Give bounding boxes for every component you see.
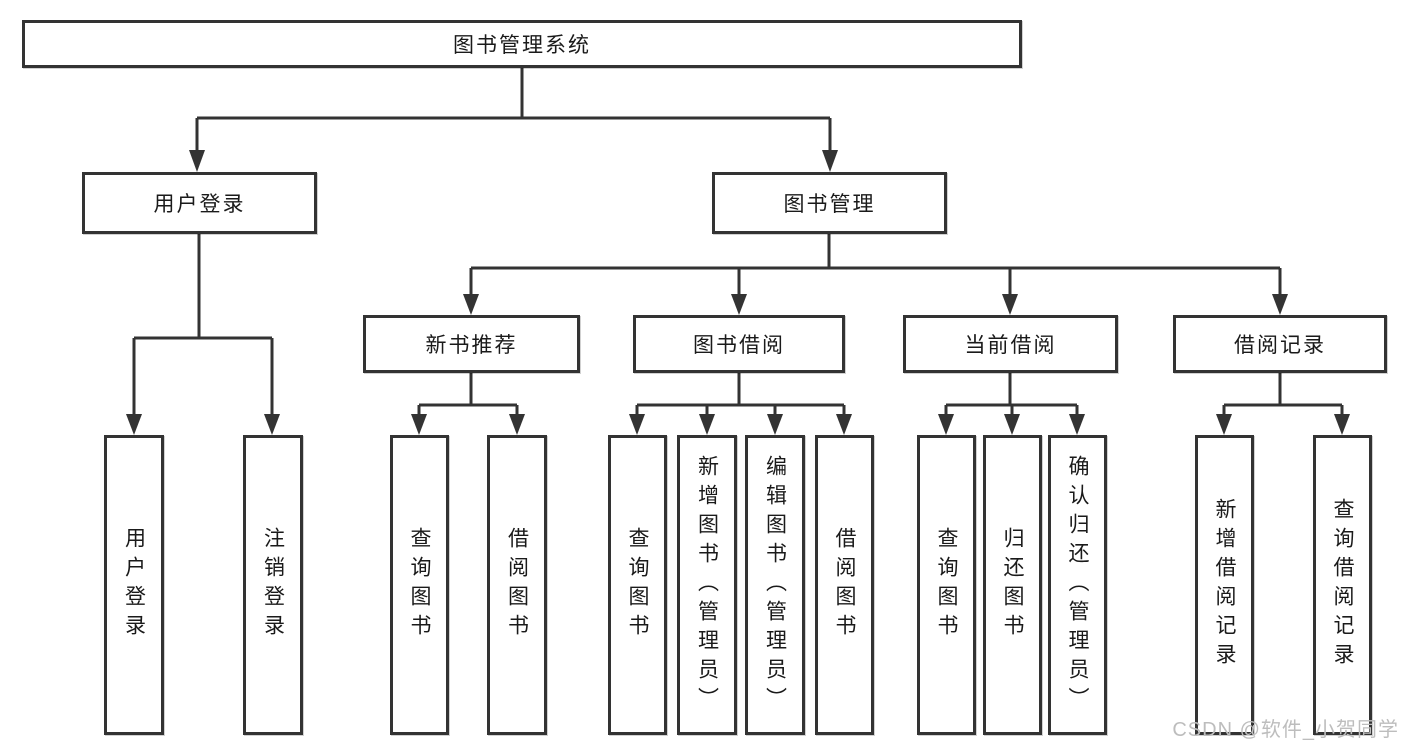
- arrow-leaf-current-confirm: [1069, 414, 1085, 435]
- leaf-logout-label: 注销登录: [261, 527, 285, 643]
- node-new-book-recommend-label: 新书推荐: [425, 334, 518, 357]
- leaf-recommend-borrow-books-label: 借阅图书: [505, 527, 529, 643]
- arrow-leaf-logout: [264, 414, 280, 435]
- arrow-current-borrow: [1002, 294, 1018, 315]
- node-book-management: 图书管理: [712, 172, 947, 234]
- connector-current-subtree: [944, 373, 1079, 416]
- arrow-leaf-borrow-borrow: [836, 414, 852, 435]
- leaf-borrow-edit-books-admin-label: 编辑图书（管理员）: [763, 454, 787, 716]
- arrow-leaf-recommend-query: [411, 414, 427, 435]
- node-borrow-records: 借阅记录: [1173, 315, 1387, 373]
- leaf-records-query-borrow-record-label: 查询借阅记录: [1331, 498, 1355, 672]
- node-root-label: 图书管理系统: [453, 34, 591, 57]
- leaf-borrow-query-books-label: 查询图书: [626, 527, 650, 643]
- node-book-borrow: 图书借阅: [633, 315, 845, 373]
- connector-root-branches: [195, 116, 832, 152]
- leaf-records-query-borrow-record: 查询借阅记录: [1313, 435, 1372, 735]
- leaf-current-confirm-return-admin: 确认归还（管理员）: [1048, 435, 1107, 735]
- arrow-leaf-current-query: [938, 414, 954, 435]
- leaf-borrow-borrow-books: 借阅图书: [815, 435, 874, 735]
- arrow-book-management: [822, 150, 838, 172]
- arrow-book-borrow: [731, 294, 747, 315]
- connector-user-login-subtree: [132, 234, 274, 416]
- leaf-borrow-query-books: 查询图书: [608, 435, 667, 735]
- node-book-management-label: 图书管理: [783, 193, 876, 216]
- arrow-user-login: [189, 150, 205, 172]
- leaf-recommend-query-books: 查询图书: [390, 435, 449, 735]
- connector-book-management-subtree: [469, 234, 1282, 296]
- leaf-user-login: 用户登录: [104, 435, 164, 735]
- connector-recommend-subtree: [417, 373, 519, 416]
- node-book-borrow-label: 图书借阅: [693, 334, 785, 357]
- arrow-leaf-user-login: [126, 414, 142, 435]
- leaf-borrow-borrow-books-label: 借阅图书: [833, 527, 857, 643]
- node-new-book-recommend: 新书推荐: [363, 315, 580, 373]
- leaf-current-query-books-label: 查询图书: [935, 527, 959, 643]
- arrow-leaf-current-return: [1004, 414, 1020, 435]
- leaf-logout: 注销登录: [243, 435, 303, 735]
- node-root: 图书管理系统: [22, 20, 1022, 68]
- node-user-login-label: 用户登录: [153, 193, 246, 216]
- leaf-current-confirm-return-admin-label: 确认归还（管理员）: [1066, 454, 1090, 716]
- leaf-borrow-edit-books-admin: 编辑图书（管理员）: [745, 435, 805, 735]
- arrow-leaf-recommend-borrow: [509, 414, 525, 435]
- leaf-current-return-books-label: 归还图书: [1001, 527, 1025, 643]
- node-borrow-records-label: 借阅记录: [1234, 334, 1326, 357]
- leaf-recommend-borrow-books: 借阅图书: [487, 435, 547, 735]
- leaf-borrow-add-books-admin: 新增图书（管理员）: [677, 435, 737, 735]
- watermark: CSDN @软件_小贺同学: [1172, 719, 1399, 741]
- leaf-user-login-label: 用户登录: [122, 527, 146, 643]
- leaf-borrow-add-books-admin-label: 新增图书（管理员）: [695, 454, 719, 716]
- arrow-leaf-records-add: [1216, 414, 1232, 435]
- leaf-records-add-borrow-record-label: 新增借阅记录: [1213, 498, 1237, 672]
- arrow-leaf-records-query: [1334, 414, 1350, 435]
- leaf-recommend-query-books-label: 查询图书: [408, 527, 432, 643]
- leaf-records-add-borrow-record: 新增借阅记录: [1195, 435, 1254, 735]
- node-current-borrow-label: 当前借阅: [964, 334, 1057, 357]
- leaf-current-query-books: 查询图书: [917, 435, 976, 735]
- node-user-login: 用户登录: [82, 172, 317, 234]
- connector-records-subtree: [1222, 373, 1344, 416]
- connector-borrow-subtree: [635, 373, 846, 416]
- node-current-borrow: 当前借阅: [903, 315, 1118, 373]
- leaf-current-return-books: 归还图书: [983, 435, 1042, 735]
- arrow-new-book-recommend: [463, 294, 479, 315]
- arrow-leaf-borrow-edit: [767, 414, 783, 435]
- arrow-leaf-borrow-add: [699, 414, 715, 435]
- arrow-leaf-borrow-query: [629, 414, 645, 435]
- arrow-borrow-records: [1272, 294, 1288, 315]
